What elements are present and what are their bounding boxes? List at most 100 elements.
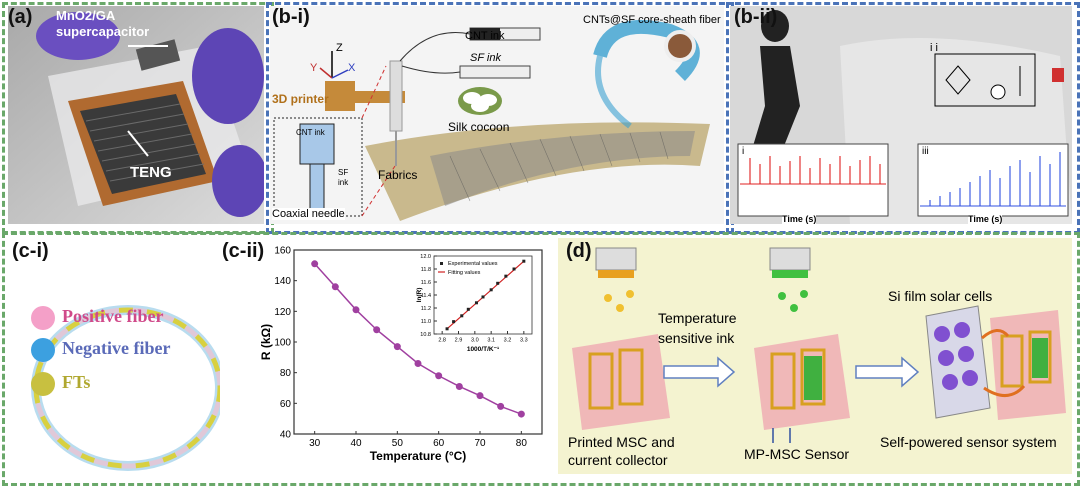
resistance-temperature-chart: 40 60 80 100 120 140 160 30 40 50 60 70 80Temperatur… (259, 246, 543, 463)
coaxial-label: Coaxial needle (272, 208, 345, 220)
inset-point-9 (512, 267, 516, 271)
label-a: (a) (8, 6, 33, 28)
main-xtick-label-5: 80 (516, 438, 528, 449)
needle-sf-label: SF (338, 168, 349, 177)
inset-legend-1: Fitting values (448, 270, 481, 276)
right-chart-xlabel: Time (s) (968, 214, 1003, 224)
panel-c-i: Positive fiber Negative fiber FTs (8, 238, 220, 474)
inset-ytick-label-4: 11.6 (421, 280, 431, 286)
inset-xtick-label-4: 3.2 (504, 338, 512, 344)
panel-b-i-diagram (273, 19, 710, 221)
inset-xtick-label-3: 3.1 (487, 338, 495, 344)
main-xtick-label-4: 70 (474, 438, 486, 449)
main-point-10 (517, 410, 525, 418)
printed-msc-label-2: current collector (568, 452, 668, 468)
inset-legend-0: Experimental values (448, 261, 498, 267)
silk-label: Silk cocoon (448, 120, 510, 134)
needle-ink-label: ink (338, 178, 349, 187)
inset-ytick-label-6: 12.0 (420, 254, 431, 260)
label-d: (d) (566, 240, 592, 262)
main-point-6 (435, 372, 443, 380)
fabrics-label: Fabrics (378, 168, 418, 182)
sf-ink-label: SF ink (470, 52, 501, 64)
axis-z-label: Z (336, 42, 343, 54)
main-ytick-label-1: 60 (280, 399, 292, 410)
inset-ytick-label-5: 11.8 (421, 267, 431, 273)
panel-b-ii-diagram (737, 10, 1072, 224)
main-point-7 (455, 382, 463, 390)
fts-label: FTs (62, 372, 91, 392)
main-ytick-label-5: 140 (274, 276, 291, 287)
solar-cells-label: Si film solar cells (888, 288, 993, 304)
current-chart-left (737, 143, 889, 217)
main-point-4 (393, 343, 401, 351)
negative-fiber-label: Negative fiber (62, 338, 171, 358)
inset-point-0 (445, 327, 449, 331)
main-point-9 (497, 402, 505, 410)
main-y-axis-label: R (kΩ) (259, 324, 273, 360)
inset-xtick-label-2: 3.0 (471, 338, 479, 344)
panel-d: Temperature sensitive ink Si film solar … (558, 238, 1072, 474)
temperature-ink-label-2: sensitive ink (658, 330, 735, 346)
main-xtick-label-1: 40 (350, 438, 362, 449)
label-c-i: (c-i) (12, 240, 49, 262)
printer-label: 3D printer (272, 92, 329, 106)
main-point-2 (352, 306, 360, 314)
main-point-0 (311, 260, 319, 268)
left-chart-xlabel: Time (s) (782, 214, 817, 224)
label-ii: i i (930, 42, 938, 54)
main-point-5 (414, 359, 422, 367)
inset-y-axis-label: ln(R) (416, 288, 423, 303)
panel-b-ii: i i i iii Time (s) Time (s) (730, 6, 1072, 224)
teng-label: TENG (130, 164, 172, 181)
inset-point-10 (522, 259, 526, 263)
main-ytick-label-2: 80 (280, 368, 292, 379)
inset-point-2 (460, 314, 464, 318)
main-point-8 (476, 392, 484, 400)
supercap-label: MnO2/GA (56, 8, 116, 23)
temperature-ink-label-1: Temperature (658, 310, 737, 326)
main-ytick-label-0: 40 (280, 430, 292, 441)
panel-a-photo (8, 6, 264, 224)
axis-y-label: Y (310, 62, 318, 74)
printed-msc-label-1: Printed MSC and (568, 434, 675, 450)
mp-msc-sensor-label: MP-MSC Sensor (744, 446, 850, 462)
core-sheath-label: CNTs@SF core-sheath fiber (583, 14, 721, 26)
axis-x-label: X (348, 62, 356, 74)
main-ytick-label-6: 160 (274, 246, 291, 257)
self-powered-label: Self-powered sensor system (880, 434, 1057, 450)
inset-x-axis-label: 1000/T/K⁻¹ (467, 346, 499, 353)
needle-cnt-label: CNT ink (296, 128, 325, 137)
inset-fit-line (446, 260, 525, 330)
label-b-i: (b-i) (272, 6, 310, 28)
main-xtick-label-0: 30 (309, 438, 321, 449)
inset-ytick-label-1: 11.0 (421, 319, 431, 325)
main-point-1 (331, 283, 339, 291)
inset-xtick-label-1: 2.9 (455, 338, 463, 344)
main-ytick-label-4: 120 (274, 307, 291, 318)
inset-point-4 (474, 301, 478, 305)
inset-point-1 (452, 320, 456, 324)
inset-ytick-label-2: 11.2 (421, 306, 431, 312)
cnt-ink-label: CNT ink (465, 30, 505, 42)
panel-a: MnO2/GA supercapacitor TENG (8, 6, 264, 224)
panel-d-diagram (572, 247, 1066, 443)
panel-b-i: CNT ink SF ink CNTs@SF core-sheath fiber… (270, 6, 724, 224)
supercap-label-2: supercapacitor (56, 24, 150, 39)
main-xtick-label-2: 50 (392, 438, 404, 449)
main-ytick-label-3: 100 (274, 338, 291, 349)
inset-xtick-label-5: 3.3 (520, 338, 528, 344)
inset-ytick-label-0: 10.8 (420, 332, 431, 338)
inset-point-7 (496, 281, 500, 285)
inset-ytick-label-3: 11.4 (421, 293, 431, 299)
positive-fiber-label: Positive fiber (62, 306, 164, 326)
label-i: i (742, 146, 745, 157)
main-point-3 (373, 326, 381, 334)
main-xtick-label-3: 60 (433, 438, 445, 449)
main-x-axis-label: Temperature (°C) (370, 449, 467, 463)
inset-legend-marker-0 (440, 262, 443, 265)
inset-xtick-label-0: 2.8 (438, 338, 446, 344)
fiber-ring-diagram (31, 305, 220, 471)
label-iii: iii (922, 146, 929, 157)
